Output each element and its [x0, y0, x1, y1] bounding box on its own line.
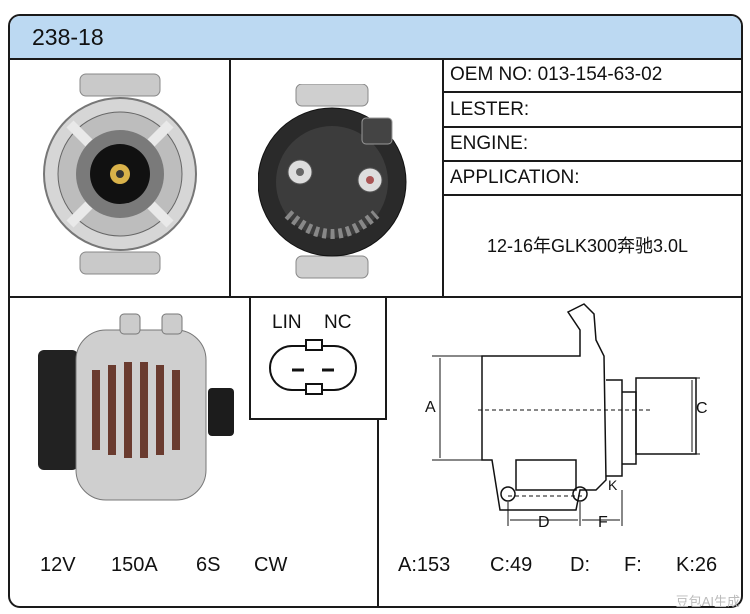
spec-divider-1 — [442, 91, 741, 93]
header-bar: 238-18 — [10, 16, 741, 60]
dim-f-value: F: — [624, 554, 642, 576]
dim-label-f: F — [598, 514, 608, 531]
dim-label-a: A — [425, 399, 436, 416]
oem-label: OEM NO: 013-154-63-02 — [450, 64, 663, 85]
lester-label: LESTER: — [450, 99, 530, 120]
part-number: 238-18 — [32, 24, 104, 50]
watermark: 豆包AI生成 — [675, 594, 740, 609]
dim-label-k: K — [608, 477, 618, 493]
engine-label: ENGINE: — [450, 133, 529, 154]
alternator-front-image — [43, 73, 197, 275]
dim-a-value: A:153 — [398, 554, 451, 576]
application-value: 12-16年GLK300奔驰3.0L — [486, 236, 689, 256]
alternator-side-image — [38, 313, 234, 501]
connector-plug-icon — [269, 339, 357, 395]
pulley-type: 6S — [196, 554, 221, 576]
rotation: CW — [254, 554, 288, 576]
pin-nc-label: NC — [324, 312, 352, 333]
dim-k-value: K:26 — [676, 554, 718, 576]
alternator-rear-image — [258, 84, 407, 279]
pin-lin-label: LIN — [272, 312, 302, 333]
application-label: APPLICATION: — [450, 167, 580, 188]
voltage: 12V — [40, 554, 76, 576]
divider-v1 — [229, 58, 231, 298]
amperage: 150A — [111, 554, 158, 576]
spec-divider-3 — [442, 160, 741, 162]
dim-label-c: C — [696, 400, 708, 417]
dim-label-d: D — [538, 514, 550, 531]
spec-divider-2 — [442, 126, 741, 128]
dim-d-value: D: — [570, 554, 590, 576]
divider-v3 — [377, 296, 379, 606]
dimension-drawing — [432, 303, 700, 526]
dim-c-value: C:49 — [490, 554, 533, 576]
divider-v2 — [442, 58, 444, 298]
spec-divider-4 — [442, 194, 741, 196]
